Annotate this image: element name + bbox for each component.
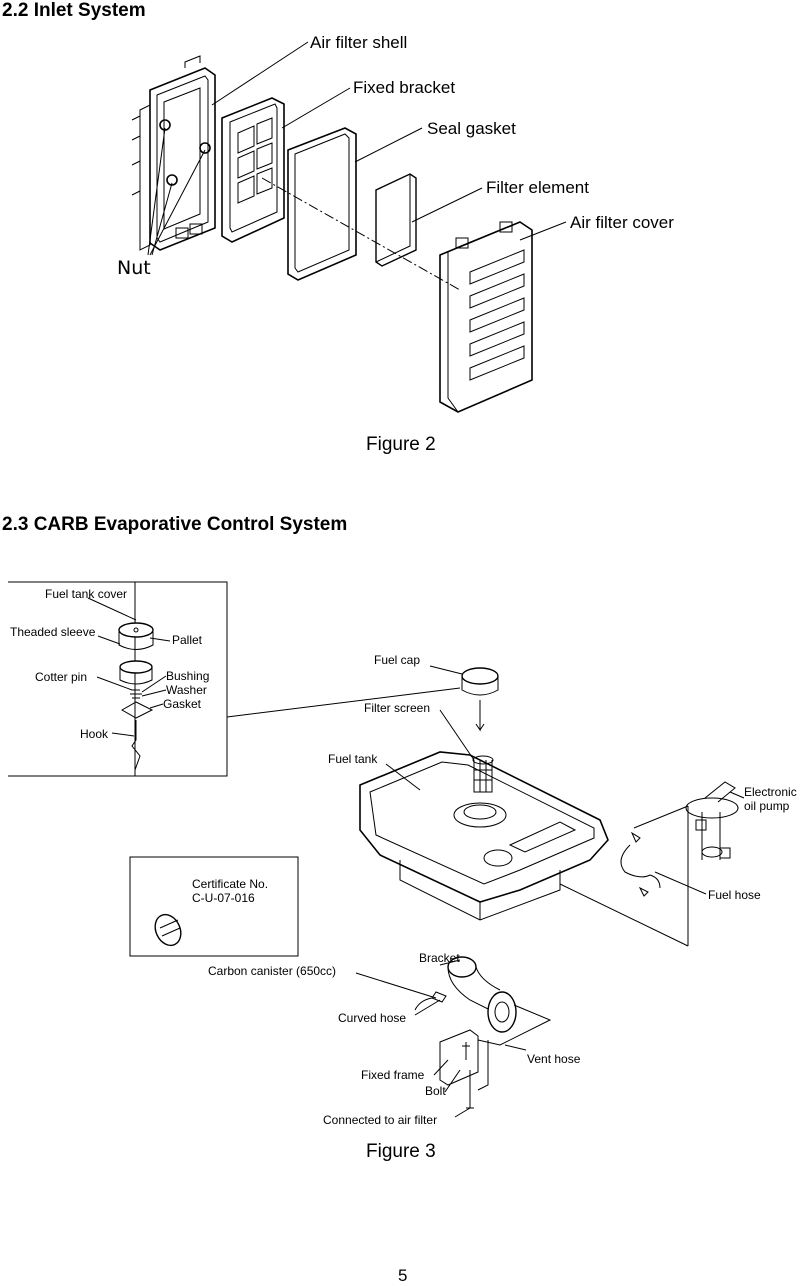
label-nut: Nut — [117, 257, 151, 279]
label-air-filter-cover: Air filter cover — [570, 213, 674, 232]
fuel-cap-drawing — [461, 667, 499, 732]
figure-2-leader-lines — [147, 41, 567, 256]
label-certificate-line1: Certificate No. — [192, 877, 268, 891]
label-certificate-line2: C-U-07-016 — [192, 891, 255, 905]
fuel-hose-drawing — [620, 831, 661, 897]
label-electronic-oil-pump-line2: oil pump — [744, 799, 790, 813]
label-fixed-bracket: Fixed bracket — [353, 78, 455, 97]
figure-3-leader-lines — [355, 665, 745, 1118]
filter-element-drawing — [375, 173, 417, 267]
inset-leader-lines — [87, 597, 461, 737]
fuel-tank-drawing — [359, 751, 609, 921]
label-bracket: Bracket — [419, 951, 460, 965]
label-air-filter-shell: Air filter shell — [310, 33, 407, 52]
label-bushing: Bushing — [166, 669, 209, 683]
label-fuel-hose: Fuel hose — [708, 888, 761, 902]
label-fuel-tank-cover: Fuel tank cover — [45, 587, 127, 601]
figure-2-air-filter-diagram: Air filter shell Fixed bracket Seal gask… — [117, 33, 674, 413]
label-filter-element: Filter element — [486, 178, 589, 197]
page-number: 5 — [398, 1266, 408, 1285]
filter-screen-drawing — [472, 755, 494, 793]
section-heading-inlet-system: 2.2 Inlet System — [2, 0, 146, 21]
fuel-cap-detail-inset — [8, 581, 228, 777]
label-fuel-tank: Fuel tank — [328, 752, 378, 766]
electronic-oil-pump-drawing — [685, 781, 739, 860]
certificate-label-box — [129, 856, 299, 957]
label-electronic-oil-pump-line1: Electronic — [744, 785, 797, 799]
label-filter-screen: Filter screen — [364, 701, 430, 715]
figure-3-caption: Figure 3 — [366, 1141, 436, 1162]
label-connected-to-air-filter: Connected to air filter — [323, 1113, 437, 1127]
label-gasket: Gasket — [163, 697, 202, 711]
label-threaded-sleeve: Theaded sleeve — [10, 625, 96, 639]
figure-3-evap-system-diagram: Fuel tank cover Theaded sleeve Pallet Co… — [8, 581, 797, 1127]
label-cotter-pin: Cotter pin — [35, 670, 87, 684]
label-fuel-cap: Fuel cap — [374, 653, 420, 667]
section-heading-carb-evaporative: 2.3 CARB Evaporative Control System — [2, 514, 348, 535]
air-filter-shell-drawing — [131, 55, 216, 251]
label-fixed-frame: Fixed frame — [361, 1068, 425, 1082]
label-washer: Washer — [166, 683, 207, 697]
label-carbon-canister: Carbon canister (650cc) — [208, 964, 336, 978]
seal-gasket-drawing — [287, 127, 357, 281]
label-vent-hose: Vent hose — [527, 1052, 581, 1066]
label-bolt: Bolt — [425, 1084, 446, 1098]
air-filter-cover-drawing — [439, 221, 533, 413]
label-curved-hose: Curved hose — [338, 1011, 406, 1025]
label-seal-gasket: Seal gasket — [427, 119, 516, 138]
figure-2-caption: Figure 2 — [366, 434, 436, 455]
label-pallet: Pallet — [172, 633, 203, 647]
label-hook: Hook — [80, 727, 109, 741]
fixed-bracket-drawing — [221, 97, 285, 243]
carbon-canister-drawing — [414, 956, 552, 1109]
